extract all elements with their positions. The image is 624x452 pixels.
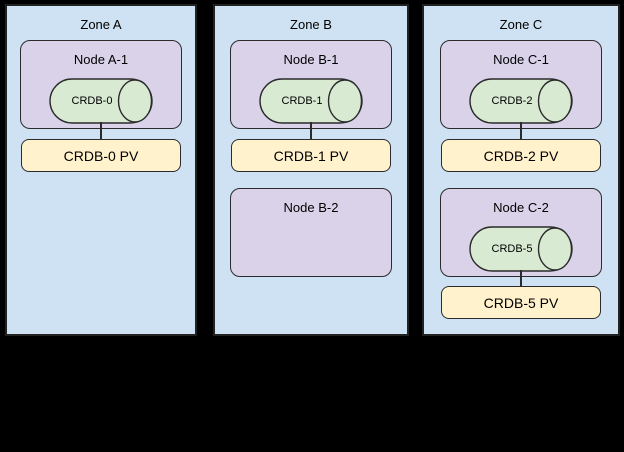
pv-crdb-2: CRDB-2 PV	[441, 139, 601, 172]
node-a-1: Node A-1 CRDB-0	[20, 40, 182, 129]
zone-b: Zone B Node B-1 CRDB-1 CRDB-1 PV Node B-…	[213, 4, 409, 336]
pod-to-pv-connector	[310, 122, 312, 140]
node-b-1: Node B-1 CRDB-1	[230, 40, 392, 129]
pod-crdb-5-label: CRDB-5	[491, 243, 533, 255]
database-cylinder-icon	[469, 226, 573, 272]
pod-crdb-1: CRDB-1	[259, 78, 363, 124]
pod-to-pv-connector	[520, 270, 522, 287]
database-cylinder-icon	[469, 78, 573, 124]
database-cylinder-icon	[49, 78, 153, 124]
pv-crdb-5: CRDB-5 PV	[441, 286, 601, 319]
pod-crdb-0-label: CRDB-0	[71, 95, 113, 107]
pod-crdb-2: CRDB-2	[469, 78, 573, 124]
node-c-1-label: Node C-1	[493, 52, 549, 67]
zone-c: Zone C Node C-1 CRDB-2 CRDB-2 PV Node C-…	[422, 4, 620, 336]
pv-crdb-1: CRDB-1 PV	[231, 139, 391, 172]
node-b-2: Node B-2	[230, 188, 392, 277]
node-c-1: Node C-1 CRDB-2	[440, 40, 602, 129]
zone-a-title: Zone A	[80, 17, 122, 32]
node-c-2-label: Node C-2	[493, 200, 549, 215]
node-a-1-label: Node A-1	[73, 52, 129, 67]
pod-to-pv-connector	[100, 122, 102, 140]
zone-b-title: Zone B	[290, 17, 332, 32]
pod-crdb-1-label: CRDB-1	[281, 95, 323, 107]
pv-crdb-0: CRDB-0 PV	[21, 139, 181, 172]
node-b-2-label: Node B-2	[283, 200, 339, 215]
database-cylinder-icon	[259, 78, 363, 124]
pod-crdb-5: CRDB-5	[469, 226, 573, 272]
node-b-1-label: Node B-1	[283, 52, 339, 67]
zone-a: Zone A Node A-1 CRDB-0 CRDB-0 PV	[5, 4, 197, 336]
pod-crdb-0: CRDB-0	[49, 78, 153, 124]
pod-to-pv-connector	[520, 122, 522, 140]
zone-c-title: Zone C	[499, 17, 543, 32]
node-c-2: Node C-2 CRDB-5	[440, 188, 602, 277]
pod-crdb-2-label: CRDB-2	[491, 95, 533, 107]
